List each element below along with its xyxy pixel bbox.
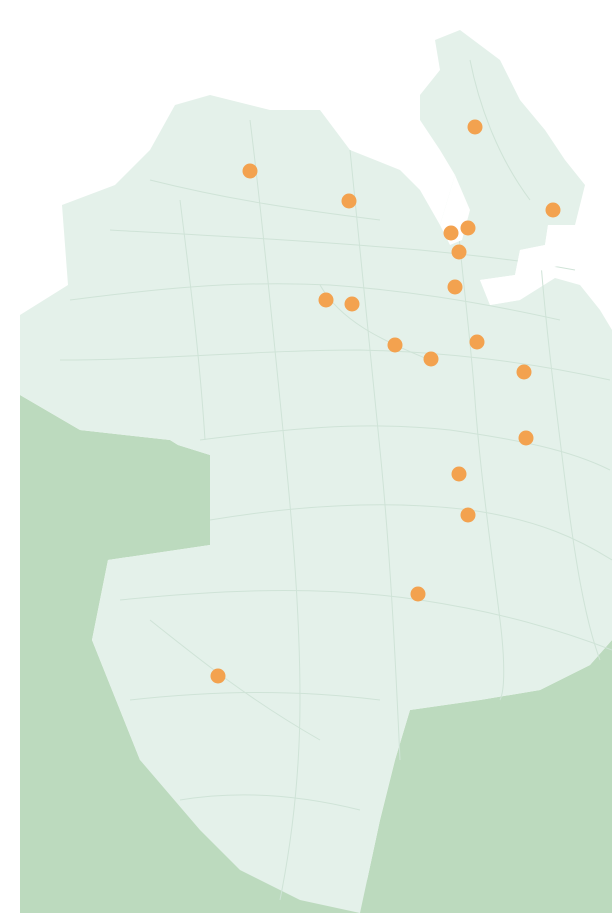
location-marker-m9[interactable] xyxy=(318,292,334,308)
location-marker-m10[interactable] xyxy=(344,296,360,312)
location-marker-m2[interactable] xyxy=(341,193,357,209)
location-marker-m18[interactable] xyxy=(410,586,426,602)
street-network xyxy=(59,59,612,901)
surrounding-land-west xyxy=(20,395,420,913)
location-marker-m7[interactable] xyxy=(451,244,467,260)
location-marker-m1[interactable] xyxy=(242,163,258,179)
harbour-water xyxy=(480,225,585,305)
location-marker-m19[interactable] xyxy=(210,668,226,684)
location-marker-m17[interactable] xyxy=(460,507,476,523)
location-marker-m14[interactable] xyxy=(516,364,532,380)
location-marker-m16[interactable] xyxy=(451,466,467,482)
location-marker-m11[interactable] xyxy=(387,337,403,353)
location-marker-m4[interactable] xyxy=(545,202,561,218)
location-marker-m6[interactable] xyxy=(460,220,476,236)
location-marker-m13[interactable] xyxy=(469,334,485,350)
location-markers xyxy=(210,119,561,684)
location-marker-m15[interactable] xyxy=(518,430,534,446)
location-marker-m8[interactable] xyxy=(447,279,463,295)
location-marker-m12[interactable] xyxy=(423,351,439,367)
location-marker-m3[interactable] xyxy=(467,119,483,135)
surrounding-land-east xyxy=(360,640,612,913)
location-marker-m5[interactable] xyxy=(443,225,459,241)
